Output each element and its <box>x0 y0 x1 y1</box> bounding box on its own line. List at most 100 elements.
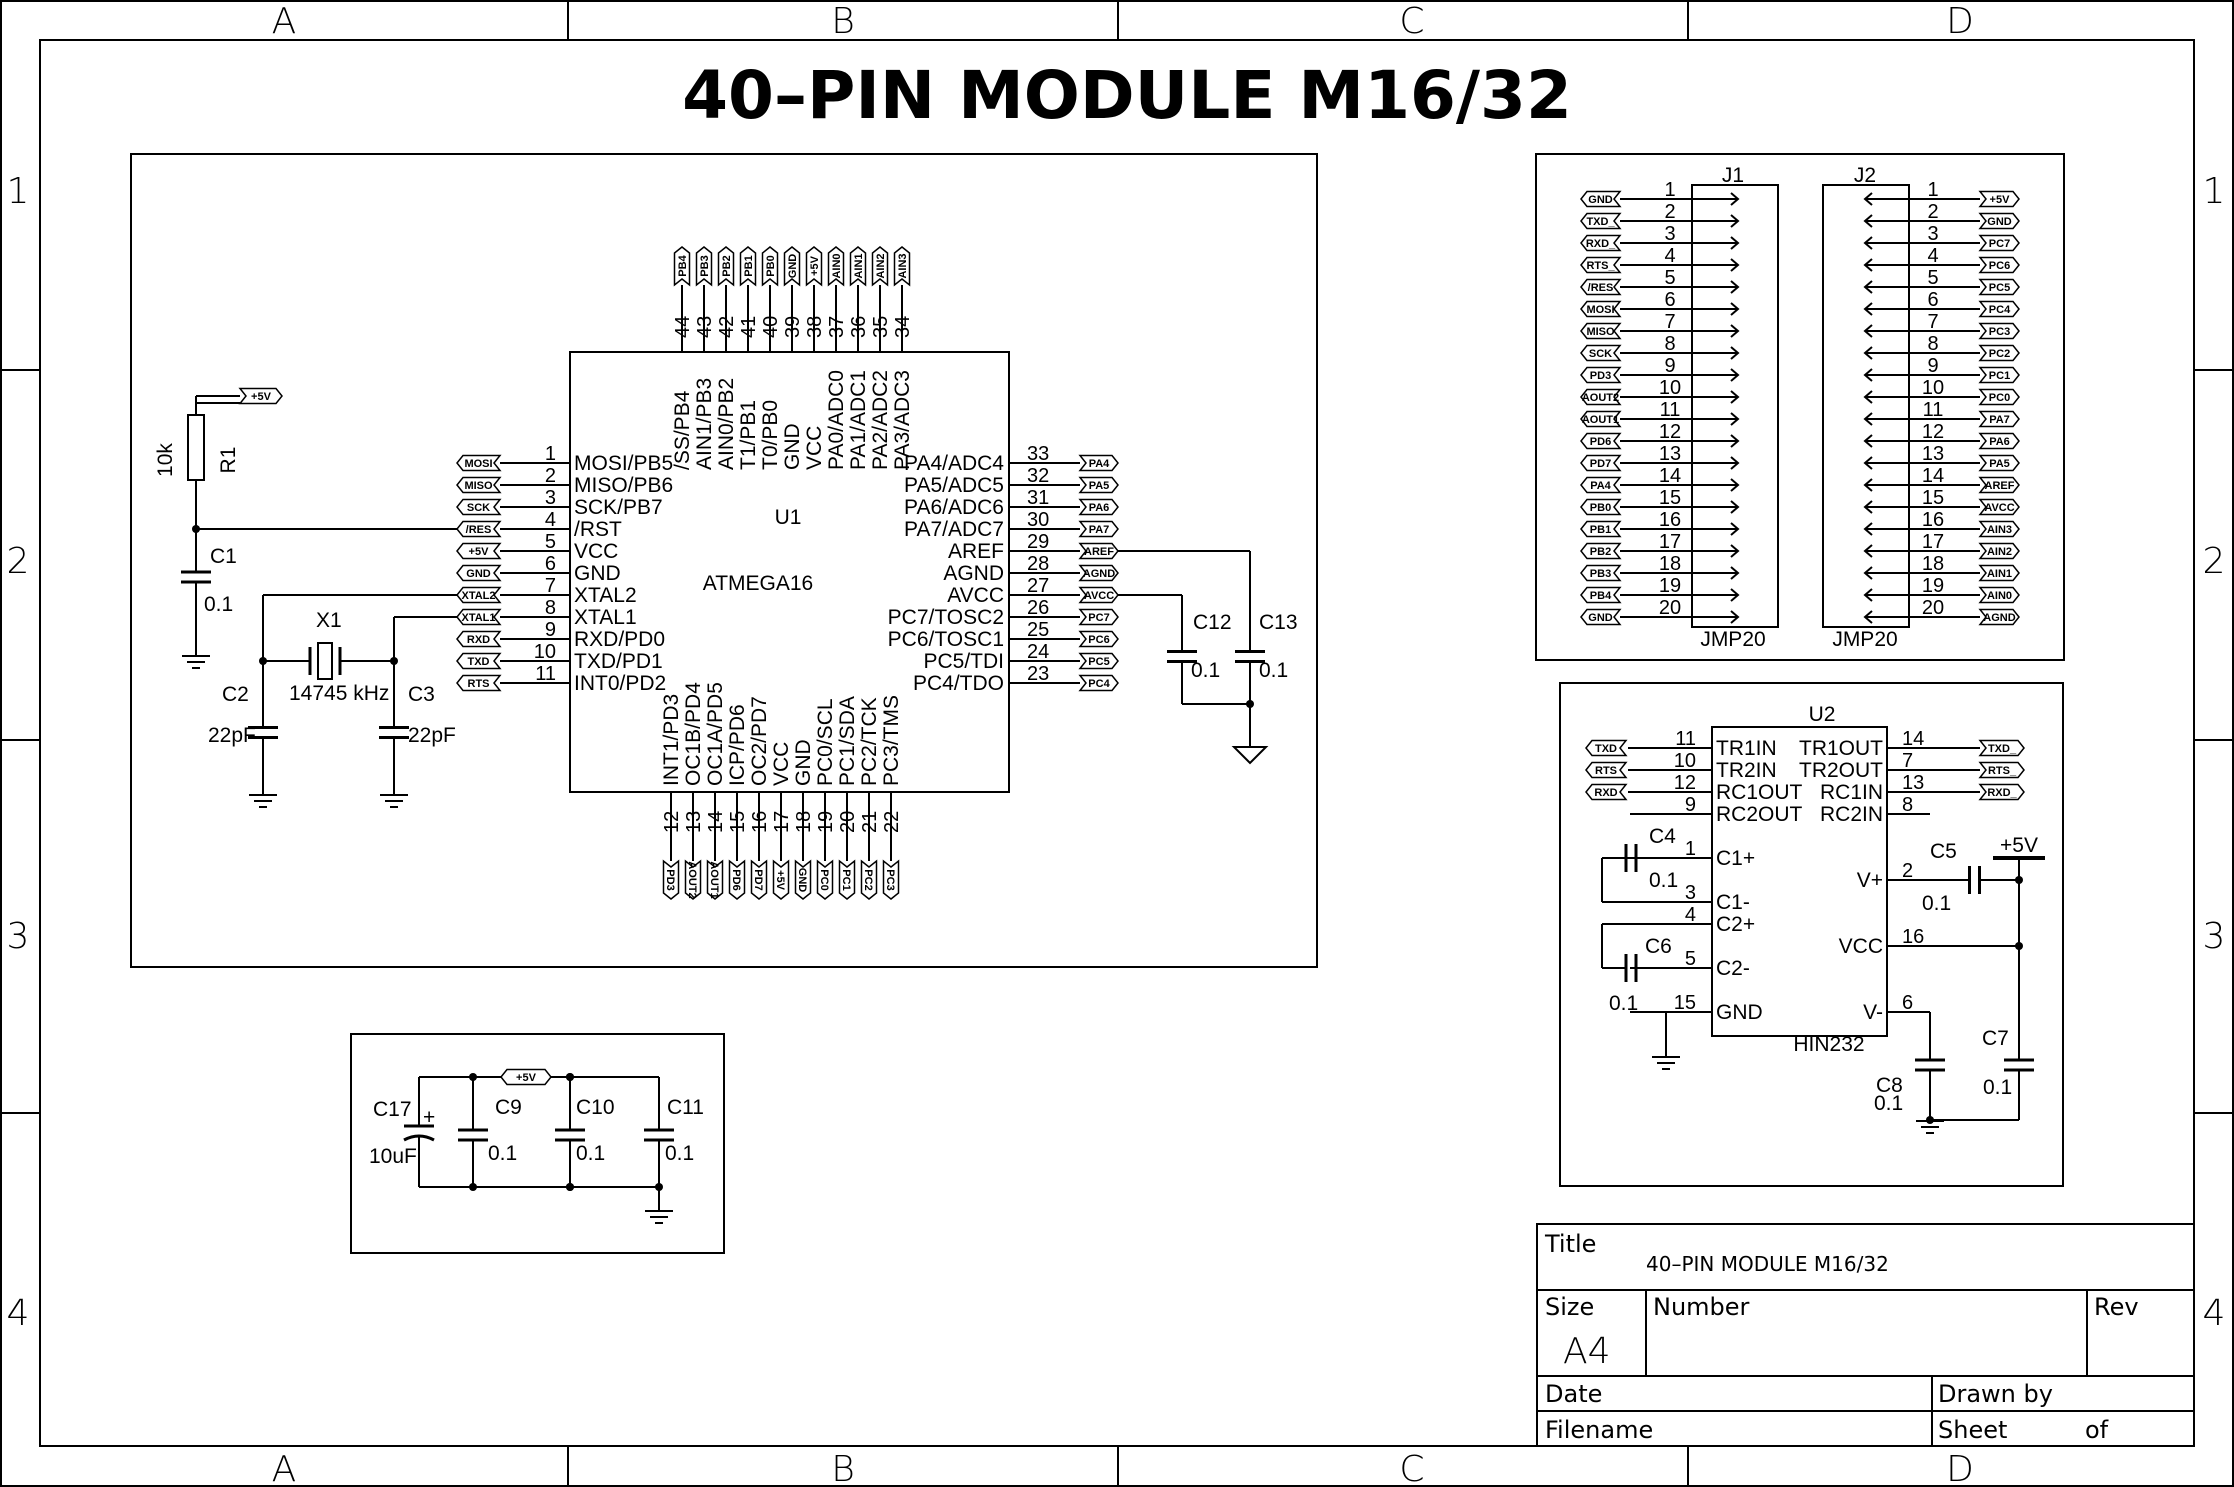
junction-dot <box>469 1073 477 1081</box>
u1-left-net-flag <box>456 454 502 472</box>
u2-vcc-label: +5V <box>2000 834 2038 857</box>
net-flag <box>893 246 911 287</box>
u1-pin-name: PA5/ADC5 <box>904 474 1004 497</box>
u1-pin-name: PA4/ADC4 <box>904 452 1004 475</box>
j1-net-flag <box>1580 212 1622 230</box>
u2-pin-number: 14 <box>1902 728 1924 750</box>
net-flag-text: PA6 <box>1089 502 1110 514</box>
net-flag-text: RXD_ <box>1987 787 2017 799</box>
c6 <box>1602 954 1660 982</box>
net-flag-text: +5V <box>251 391 272 403</box>
c13-ref: C13 <box>1259 611 1298 634</box>
u2-pin-number: 15 <box>1674 992 1696 1014</box>
j2-net-flag <box>1978 586 2020 604</box>
j1-ref: J1 <box>1722 164 1744 187</box>
u2-pin-number: 10 <box>1674 750 1696 772</box>
u1-pin-name: SCK/PB7 <box>574 496 663 519</box>
c3 <box>379 705 409 760</box>
u2-pin-name: RC1OUT <box>1716 781 1803 804</box>
net-flag-text: PC6 <box>1989 260 2010 272</box>
net-flag-text: RTS_ <box>1586 260 1615 272</box>
u2-pin-number: 9 <box>1685 794 1696 816</box>
j1-pin-chevron <box>1730 368 1740 382</box>
c13-value: 0.1 <box>1259 659 1288 682</box>
net-flag-text: PA4 <box>1089 458 1110 470</box>
u1-bottom-net-flag: PC3 <box>882 859 900 900</box>
c6-ref: C6 <box>1645 935 1672 958</box>
u1-bottom-net-flag: PD6 <box>728 859 746 900</box>
j2-pin-number: 5 <box>1927 267 1938 289</box>
net-flag <box>827 246 845 287</box>
j2-pin-number: 13 <box>1922 443 1944 465</box>
c12-value: 0.1 <box>1191 659 1220 682</box>
net-flag <box>772 859 790 900</box>
j2-pin-chevron <box>1863 368 1873 382</box>
c9-value: 0.1 <box>488 1142 517 1165</box>
c17-value: 10uF <box>369 1145 417 1168</box>
net-flag-text: PC4 <box>1088 678 1110 690</box>
u1-pin-name: TXD/PD1 <box>574 650 663 673</box>
j1-pin-number: 19 <box>1659 575 1681 597</box>
net-flag-text: GND <box>787 254 799 279</box>
sheet-title: 40–PIN MODULE M16/32 <box>682 57 1572 134</box>
c2 <box>248 705 278 760</box>
j2-pin-chevron <box>1863 412 1873 426</box>
decoupling-block-border <box>350 1033 725 1254</box>
net-flag-text: PB3 <box>699 255 711 276</box>
u2-pin-name: C2+ <box>1716 913 1755 936</box>
j1-net-flag <box>1580 520 1622 538</box>
junction-dot <box>1246 700 1254 708</box>
u1-pin-name: VCC <box>574 540 618 563</box>
net-flag-text: +5V <box>469 546 490 558</box>
u2-left-net-flag <box>1585 761 1628 779</box>
c17-ref: C17 <box>373 1098 412 1121</box>
net-flag-text: MISO <box>464 480 493 492</box>
ground-symbol <box>1652 1056 1680 1070</box>
u2-pin-number: 4 <box>1685 904 1696 926</box>
j1-net-flag <box>1580 432 1622 450</box>
sheet-label: Sheet <box>1938 1416 2007 1444</box>
c2-ref: C2 <box>222 683 249 706</box>
u1-pin-number: 7 <box>545 575 556 597</box>
u2-pin-number: 13 <box>1902 772 1924 794</box>
u2-right-net-flag <box>1978 783 2025 801</box>
u1-pin-name: GND <box>781 423 804 470</box>
u1-pin-name: INT1/PD3 <box>660 694 683 786</box>
u1-pin-number: 6 <box>545 553 556 575</box>
net-flag-text: PD6 <box>1590 436 1611 448</box>
u1-pin-name: PA3/ADC3 <box>891 370 914 470</box>
net-flag-text: PD3 <box>1590 370 1611 382</box>
u1-left-net-flag <box>456 564 502 582</box>
net-flag-text: GND <box>796 868 808 893</box>
u1-pin-name: PA0/ADC0 <box>825 370 848 470</box>
j1-pin-chevron <box>1730 346 1740 360</box>
j1-pin-chevron <box>1730 302 1740 316</box>
j2-pin-chevron <box>1863 544 1873 558</box>
u1-left-net-flag <box>456 674 502 692</box>
j1-pin-chevron <box>1730 544 1740 558</box>
c7 <box>2004 1040 2034 1090</box>
net-flag-text: GND <box>1588 194 1613 206</box>
j1-body <box>1691 184 1779 628</box>
u2-ref: U2 <box>1809 703 1836 726</box>
u1-pin-number: 8 <box>545 597 556 619</box>
title-label: Title <box>1544 1230 1596 1258</box>
j1-pin-chevron <box>1730 522 1740 536</box>
u1-pin-number: 41 <box>738 316 760 338</box>
decoupling-cap <box>644 1120 674 1150</box>
net-flag-text: PA7 <box>1989 414 2010 426</box>
j1-net-flag <box>1580 234 1622 252</box>
u1-pin-number: 10 <box>534 641 556 663</box>
net-flag-text: PC7 <box>1989 238 2010 250</box>
net-flag-text: PD7 <box>1590 458 1611 470</box>
c3-value: 22pF <box>408 724 456 747</box>
x1-ref: X1 <box>316 609 342 632</box>
c4 <box>1602 844 1660 872</box>
u1-top-net-flag: AIN1 <box>849 246 867 287</box>
u2-part: HIN232 <box>1793 1033 1864 1056</box>
j1-pin-chevron <box>1730 588 1740 602</box>
c9-ref: C9 <box>495 1096 522 1119</box>
j1-pin-chevron <box>1730 280 1740 294</box>
u1-pin-number: 37 <box>826 316 848 338</box>
c1-ref: C1 <box>210 545 237 568</box>
